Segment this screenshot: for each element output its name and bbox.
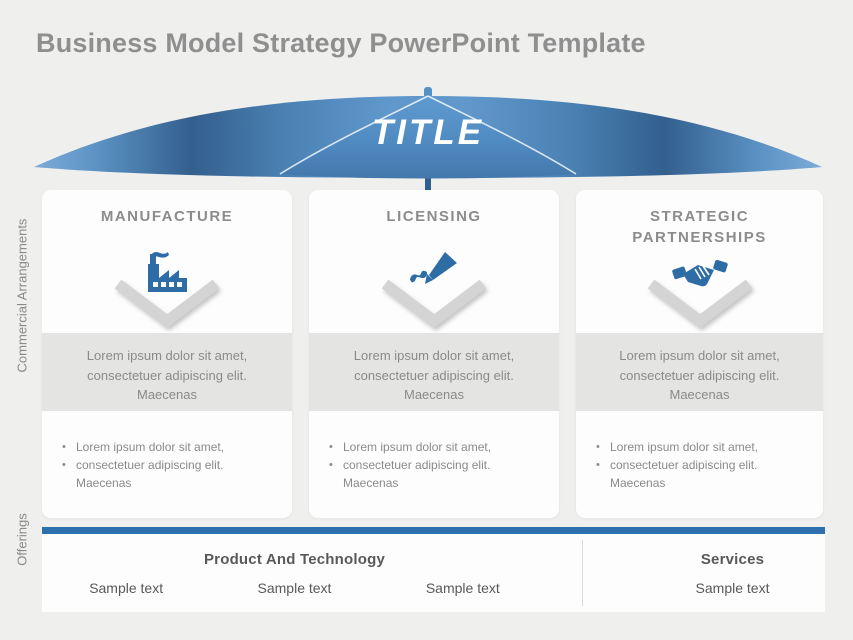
summary-box: Lorem ipsum dolor sit amet, consectetuer… <box>309 333 559 411</box>
product-technology-group: Product And Technology Sample text Sampl… <box>42 534 547 612</box>
column-manufacture: MANUFACTURE Lorem ipsum dolor sit amet, … <box>42 190 292 518</box>
services-group: Services Sample text <box>640 534 825 612</box>
bullet-list: • Lorem ipsum dolor sit amet, • consecte… <box>596 438 813 492</box>
umbrella-graphic: TITLE <box>28 86 828 196</box>
list-item: • consectetuer adipiscing elit. Maecenas <box>329 456 549 492</box>
bullet-text: consectetuer adipiscing elit. Maecenas <box>343 458 491 490</box>
bullet-text: consectetuer adipiscing elit. Maecenas <box>610 458 758 490</box>
umbrella-title-text: TITLE <box>372 113 484 152</box>
pen-icon <box>407 250 461 297</box>
list-item: • consectetuer adipiscing elit. Maecenas <box>596 456 813 492</box>
bullet-list: • Lorem ipsum dolor sit amet, • consecte… <box>329 438 549 492</box>
product-sample-row: Sample text Sample text Sample text <box>42 580 547 596</box>
side-label-commercial-arrangements: Commercial Arrangements <box>14 218 30 373</box>
umbrella-nub <box>424 87 432 98</box>
bullet-text: Lorem ipsum dolor sit amet, <box>343 440 492 454</box>
summary-box: Lorem ipsum dolor sit amet, consectetuer… <box>42 333 292 411</box>
column-header: LICENSING <box>386 208 482 225</box>
column-header: STRATEGIC PARTNERSHIPS <box>632 208 767 246</box>
bullet-glyph: • <box>62 441 66 453</box>
column-strategic-partnerships: STRATEGIC PARTNERSHIPS Lorem ipsum dolor… <box>576 190 823 518</box>
summary-box: Lorem ipsum dolor sit amet, consectetuer… <box>576 333 823 411</box>
bullet-text: Lorem ipsum dolor sit amet, <box>610 440 759 454</box>
bullet-glyph: • <box>62 459 66 471</box>
bullet-list: • Lorem ipsum dolor sit amet, • consecte… <box>62 438 282 492</box>
column-header: MANUFACTURE <box>100 208 234 225</box>
sample-text: Sample text <box>257 580 332 596</box>
list-item: • consectetuer adipiscing elit. Maecenas <box>62 456 282 492</box>
offerings-divider <box>582 540 583 606</box>
factory-icon <box>143 250 191 299</box>
list-item: • Lorem ipsum dolor sit amet, <box>62 438 282 456</box>
sample-text: Sample text <box>425 580 500 596</box>
bullet-text: consectetuer adipiscing elit. Maecenas <box>76 458 224 490</box>
bullet-glyph: • <box>329 459 333 471</box>
handshake-icon <box>671 256 728 299</box>
chevron-down-icon <box>381 279 487 328</box>
bullet-glyph: • <box>596 459 600 471</box>
offerings-panel: Product And Technology Sample text Sampl… <box>42 534 825 612</box>
product-technology-title: Product And Technology <box>203 551 386 568</box>
sample-text: Sample text <box>89 580 164 596</box>
chevron-down-icon <box>114 279 220 328</box>
sample-text: Sample text <box>695 580 770 596</box>
side-label-offerings: Offerings <box>14 513 30 566</box>
services-title: Services <box>700 551 765 568</box>
bullet-text: Lorem ipsum dolor sit amet, <box>76 440 225 454</box>
bullet-glyph: • <box>596 441 600 453</box>
list-item: • Lorem ipsum dolor sit amet, <box>596 438 813 456</box>
umbrella-icon: TITLE <box>34 87 822 190</box>
umbrella-seam-left <box>279 95 429 175</box>
bullet-glyph: • <box>329 441 333 453</box>
list-item: • Lorem ipsum dolor sit amet, <box>329 438 549 456</box>
page-title: Business Model Strategy PowerPoint Templ… <box>36 28 646 58</box>
column-licensing: LICENSING Lorem ipsum dolor sit amet, co… <box>309 190 559 518</box>
umbrella-center-panel <box>280 96 576 179</box>
umbrella-seam-right <box>427 95 577 175</box>
offerings-accent-bar <box>42 527 825 534</box>
services-sample-row: Sample text <box>640 580 825 596</box>
umbrella-pole <box>425 168 431 190</box>
chevron-down-icon <box>647 279 752 328</box>
